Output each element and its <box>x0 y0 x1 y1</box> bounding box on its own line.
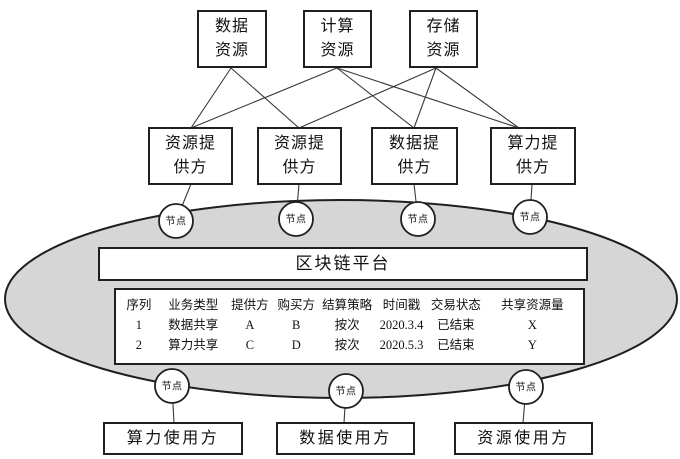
ledger-row: 1 数据共享 A B 按次 2020.3.4 已结束 X <box>118 315 581 335</box>
connection-line <box>336 67 415 129</box>
node-badge <box>158 203 194 239</box>
ledger-cell: 2020.5.3 <box>379 338 424 353</box>
box-compute-provider: 算力提 供方 <box>490 127 576 185</box>
node-label: 节点 <box>336 386 357 398</box>
ledger-cell: 按次 <box>334 338 360 353</box>
box-storage-resource: 存储 资源 <box>409 10 478 68</box>
box-resource-provider-2: 资源提 供方 <box>257 127 342 185</box>
connection-line <box>413 67 437 129</box>
ledger-table-head: 序列 业务类型提供方购买方结算策略时间戳交易状态 共享资源量 <box>118 295 581 315</box>
ledger-cell: A <box>245 318 255 333</box>
ledger-cell: 数据共享 <box>168 318 219 333</box>
connection-line <box>336 67 520 129</box>
node-badge <box>328 373 364 409</box>
node-badge <box>400 201 436 237</box>
connection-line <box>190 67 338 129</box>
ledger-cell: 算力共享 <box>168 338 219 353</box>
ledger-row: 2 算力共享 C D 按次 2020.5.3 已结束 Y <box>118 335 581 355</box>
ledger-header-cell: 业务类型 <box>168 298 219 312</box>
box-data-resource: 数据 资源 <box>197 10 267 68</box>
ledger-cell: Y <box>527 338 537 353</box>
connection-line <box>190 67 232 129</box>
box-resource-provider-1: 资源提 供方 <box>148 127 233 185</box>
connection-line <box>298 67 437 129</box>
node-label: 节点 <box>162 381 183 393</box>
connection-line <box>435 67 520 129</box>
blockchain-platform-bar: 区块链平台 <box>98 247 588 281</box>
ledger-table-panel: 序列 业务类型提供方购买方结算策略时间戳交易状态 共享资源量 1 数据共享 A B 按次 20… <box>114 288 585 365</box>
node-badge <box>512 199 548 235</box>
box-resource-consumer: 资源使用方 <box>454 422 593 455</box>
node-label: 节点 <box>166 216 187 228</box>
node-badge <box>278 201 314 237</box>
ledger-cell: C <box>245 338 255 353</box>
ledger-table: 序列 业务类型提供方购买方结算策略时间戳交易状态 共享资源量 1 数据共享 A B 按次 20… <box>118 295 581 355</box>
ledger-cell: 2 <box>135 338 142 353</box>
ledger-cell: D <box>291 338 301 353</box>
ledger-cell: 1 <box>135 318 142 333</box>
node-label: 节点 <box>520 212 541 224</box>
ledger-cell: 2020.3.4 <box>379 318 424 333</box>
box-data-provider: 数据提 供方 <box>371 127 458 185</box>
node-badge <box>154 368 190 404</box>
node-label: 节点 <box>286 214 307 226</box>
node-badge <box>508 369 544 405</box>
ledger-cell: X <box>527 318 537 333</box>
ledger-table-body: 1 数据共享 A B 按次 2020.3.4 已结束 X 2 算力共享 C D 按次 2020.5.3 已结… <box>118 315 581 355</box>
ledger-cell: 已结束 <box>437 318 475 333</box>
ledger-header-cell: 交易状态 <box>430 298 481 312</box>
ledger-header-cell: 结算策略 <box>322 298 373 312</box>
box-compute-consumer: 算力使用方 <box>103 422 243 455</box>
box-data-consumer: 数据使用方 <box>276 422 415 455</box>
ledger-cell: B <box>292 318 301 333</box>
ledger-header-cell: 时间戳 <box>382 298 421 312</box>
box-compute-resource: 计算 资源 <box>303 10 372 68</box>
node-label: 节点 <box>408 214 429 226</box>
ledger-cell: 按次 <box>334 318 360 333</box>
node-label: 节点 <box>516 382 537 394</box>
ledger-cell: 已结束 <box>437 338 475 353</box>
ledger-header-cell: 购买方 <box>277 298 315 312</box>
ledger-header-cell: 共享资源量 <box>501 298 564 312</box>
ledger-header-cell: 提供方 <box>231 298 269 312</box>
ledger-header-cell: 序列 <box>126 298 152 312</box>
